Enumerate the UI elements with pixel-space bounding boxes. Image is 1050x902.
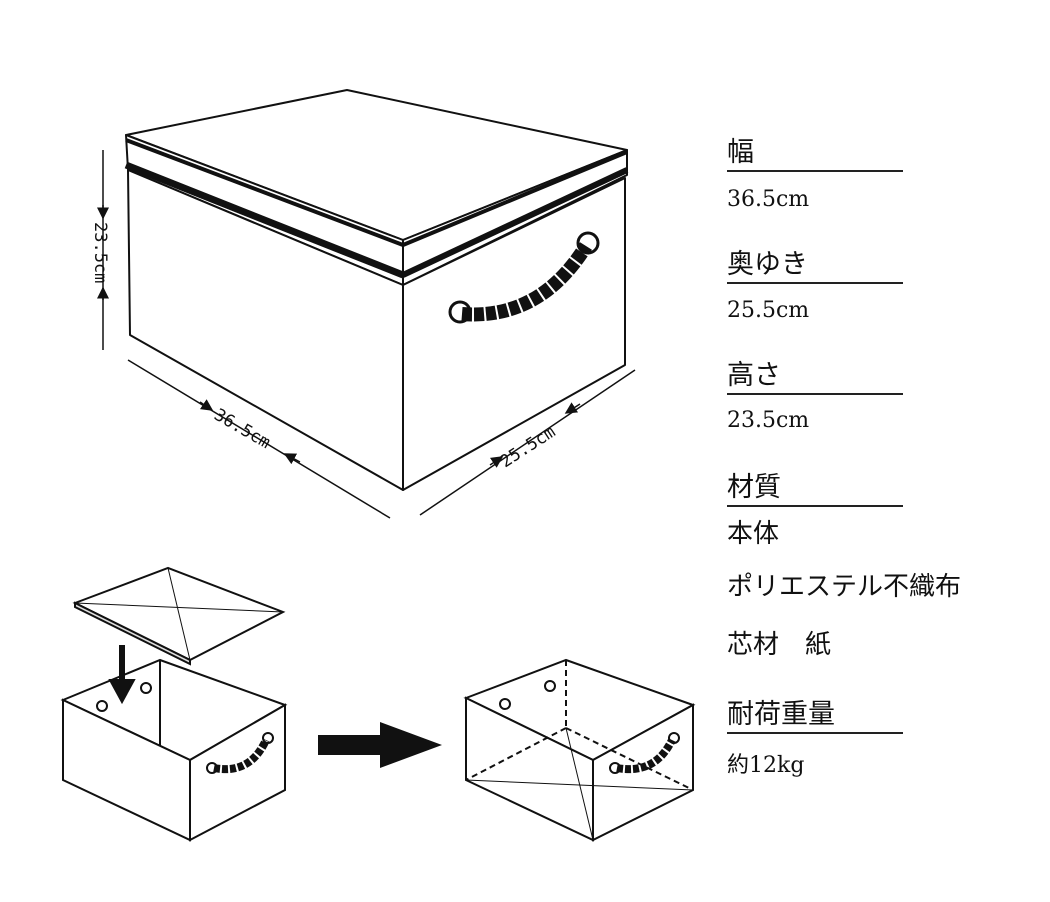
assembly-step-2-illustration (463, 658, 696, 842)
material-core-value: 芯材 紙 (727, 630, 832, 660)
assembly-step-1-illustration (60, 566, 288, 842)
height-dimension-label: 23.5cm (90, 222, 110, 283)
depth-value: 25.5cm (727, 298, 810, 323)
right-arrow-icon (318, 722, 442, 768)
material-label: 材質 (727, 473, 903, 507)
width-value: 36.5cm (727, 187, 810, 212)
load-capacity-label: 耐荷重量 (727, 700, 903, 734)
main-box-illustration (124, 89, 629, 491)
material-body-value: ポリエステル不織布 (727, 572, 962, 602)
load-capacity-value: 約12kg (727, 753, 805, 778)
height-value: 23.5cm (727, 408, 810, 433)
width-label: 幅 (727, 138, 903, 172)
depth-label: 奥ゆき (727, 250, 903, 284)
rope-handle-icon (448, 231, 600, 324)
height-label: 高さ (727, 361, 903, 395)
dimension-lines (97, 150, 636, 519)
material-body-label: 本体 (727, 519, 780, 549)
